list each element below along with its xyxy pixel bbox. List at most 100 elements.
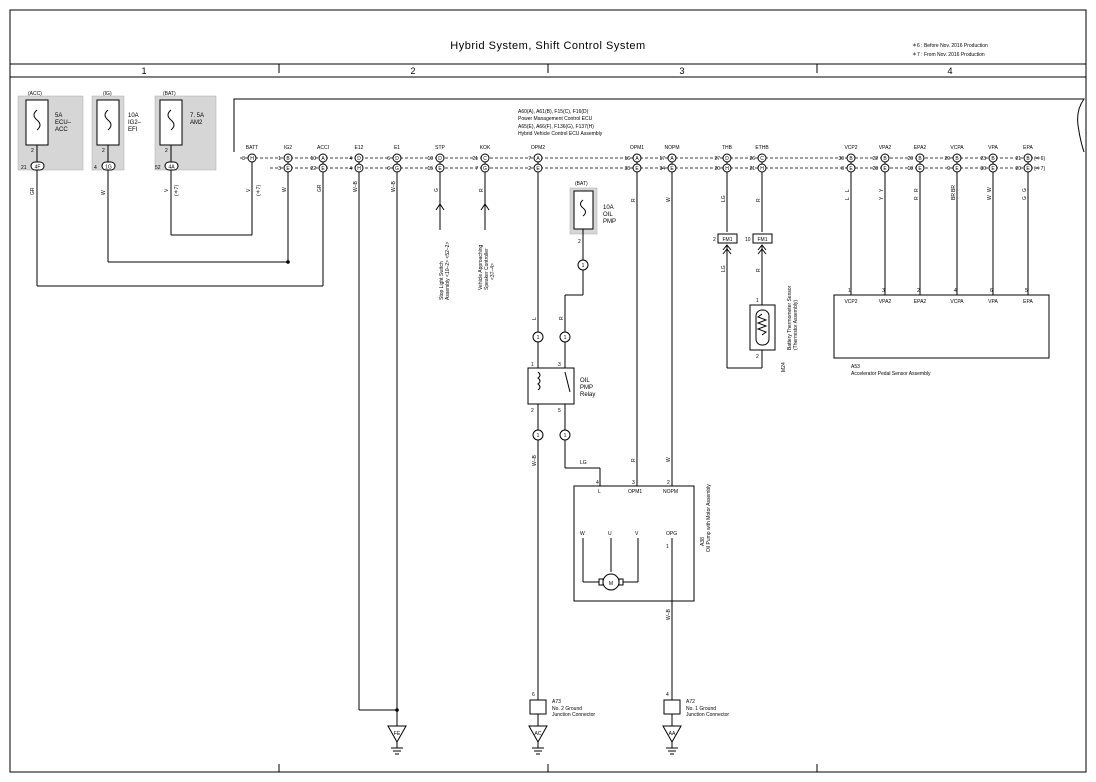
pedal-pin-label: EPA2 [914,299,927,305]
oil-motor-name: Oil Pump with Motor Assembly [706,484,712,552]
svg-text:4: 4 [596,480,599,486]
terminal-wire: V [246,188,252,192]
terminal-pin-2: 15 [427,166,433,172]
terminal-pin-1: 6 [387,156,390,162]
ecu-line-1: A60(A), A61(B), F15(C), F16(D) [518,109,589,115]
terminal-conn-1: B [849,156,853,162]
svg-text:W: W [580,531,585,537]
svg-text:OPM1: OPM1 [628,489,642,495]
terminal-note: (＊7) [256,185,262,196]
svg-text:U: U [608,531,612,537]
svg-text:(BAT): (BAT) [163,91,176,97]
ecu-line-2: Power Management Control ECU [518,116,593,122]
terminal-pin-1: 1 [278,156,281,162]
pedal-pin-label: VPA [988,299,998,305]
terminal-name: IG2 [284,145,292,151]
svg-text:A72: A72 [686,699,695,705]
speed-ctrl-line1: Vehicle Approaching [478,244,484,290]
svg-text:2: 2 [578,239,581,245]
terminal-conn-2: E [635,166,639,172]
pedal-pin-num: 3 [882,288,885,294]
pedal-pin-num: 6 [990,288,993,294]
terminal-pin-1: 17 [659,156,665,162]
thb-wire: LG [721,195,727,202]
column-1-label: 1 [141,66,146,76]
svg-text:10: 10 [745,237,751,243]
svg-text:PMP: PMP [603,219,616,225]
terminal-name: NOPM [665,145,680,151]
svg-text:1: 1 [537,433,540,439]
pedal-wire-color: BR [951,193,957,200]
terminal-pin-1: 16 [624,156,630,162]
terminal-pin-1: 27 [714,156,720,162]
terminal-pin-2: 20 [1015,166,1021,172]
svg-text:A73: A73 [552,699,561,705]
svg-text:4: 4 [94,165,97,171]
svg-text:1: 1 [564,433,567,439]
ground-fe: FE [387,725,407,755]
terminal-conn-2: E [883,166,887,172]
ethb-wire-low: R [756,268,762,272]
svg-text:FM1: FM1 [758,237,768,243]
svg-text:FE: FE [394,731,401,737]
pedal-box [833,294,1050,359]
svg-text:7. 5A: 7. 5A [190,113,204,119]
note-from: ＊7 : From Nov. 2016 Production [912,52,985,58]
terminal-pin-1: 30 [838,156,844,162]
terminal-conn-2: E [670,166,674,172]
terminal-conn-2: E [1026,166,1030,172]
terminal-conn-1: B [991,156,995,162]
terminal-pin-2: 28 [872,166,878,172]
svg-text:2: 2 [713,237,716,243]
terminal-pin-2: 9 [947,166,950,172]
ecu-line-4: Hybrid Vehicle Control ECU Assembly [518,131,603,137]
svg-text:No. 2 Ground: No. 2 Ground [552,706,582,712]
terminal-wire: W–B [353,181,359,193]
nopm-wire: W [666,197,672,202]
thermistor-code: M24 [781,362,787,372]
terminal-pin-1: 22 [872,156,878,162]
terminal-pin-1: 26 [749,156,755,162]
junction-a72: 4 A72 No. 1 Ground Junction Connector AA [662,692,729,755]
svg-text:AC: AC [535,731,542,737]
terminal-conn-2: G [483,166,487,172]
terminal-wire: W [282,187,288,192]
terminal-conn-1: C [483,156,487,162]
terminal-pin-1: 29 [944,156,950,162]
terminal-name: OPM2 [531,145,545,151]
terminal-pin-2: 7 [475,166,478,172]
svg-text:2: 2 [531,408,534,414]
terminal-conn-1: A [635,156,639,162]
relay-wire-lg: LG [580,460,587,466]
svg-text:2: 2 [31,148,34,154]
svg-text:(BAT): (BAT) [575,181,588,187]
pedal-pin-label: VCP2 [844,299,857,305]
svg-text:OPG: OPG [666,531,677,537]
svg-text:5A: 5A [55,113,62,119]
svg-text:Junction Connector: Junction Connector [552,712,595,718]
terminal-wire: G [434,188,440,192]
terminal-wire: L [845,189,851,192]
terminal-pin-1: 20 [907,156,913,162]
column-3-label: 3 [679,66,684,76]
terminal-pin-1: 10 [310,156,316,162]
terminal-pin-2: 34 [659,166,665,172]
ethb-wire: R [756,198,762,202]
terminal-name: E1 [394,145,400,151]
junction-a73: 6 A73 No. 2 Ground Junction Connector AC [528,692,595,755]
svg-text:No. 1 Ground: No. 1 Ground [686,706,716,712]
terminal-name: EPA2 [914,145,927,151]
svg-text:3: 3 [632,480,635,486]
terminal-pin-1: 3 [242,156,245,162]
terminal-name: EPA [1023,145,1033,151]
opm1-wire: R [631,198,637,202]
